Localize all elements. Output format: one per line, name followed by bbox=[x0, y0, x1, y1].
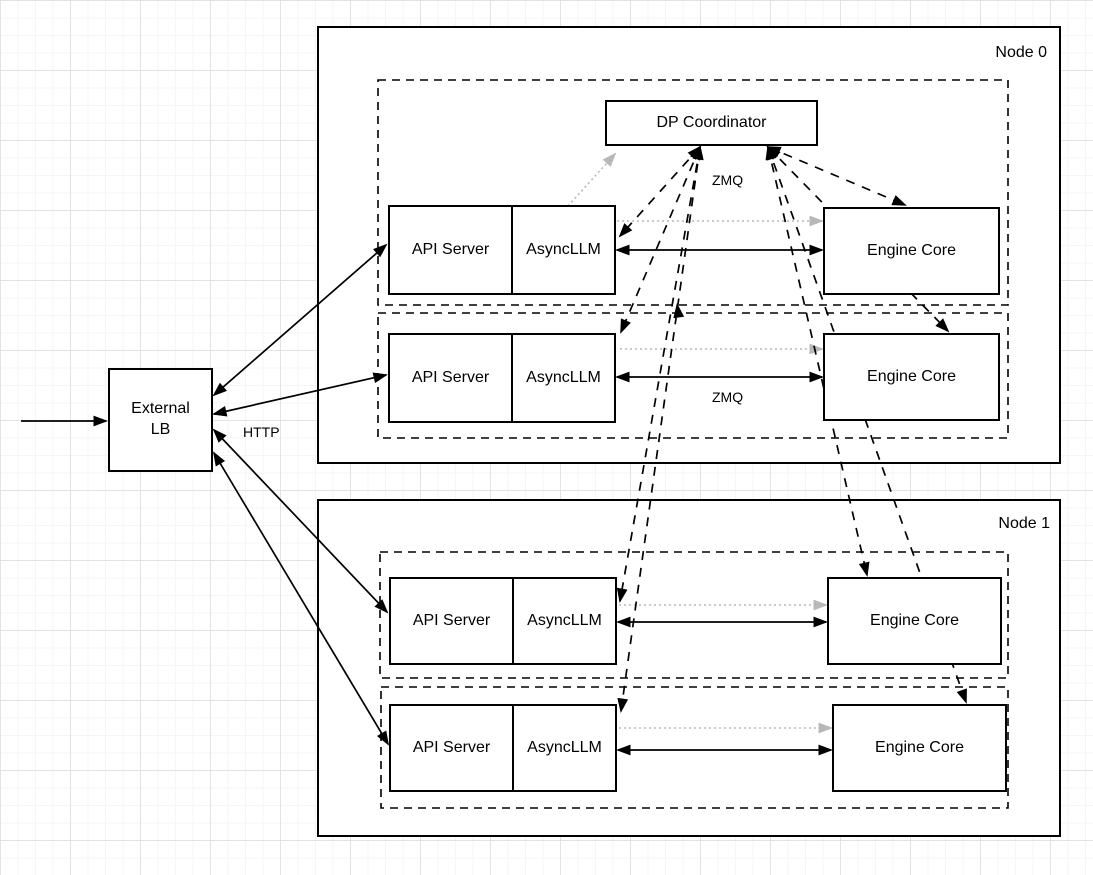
engine-core-label-row1: Engine Core bbox=[867, 241, 956, 259]
edge-coordinator-async4-dashed bbox=[621, 147, 700, 711]
edge-async1-coordinator-dotted bbox=[567, 154, 615, 207]
async-llm-cell-row2: AsyncLLM bbox=[526, 369, 601, 386]
api-async-box-row2: API Server AsyncLLM bbox=[388, 333, 616, 423]
edge-lb-api2 bbox=[214, 375, 386, 414]
dp-coordinator-label: DP Coordinator bbox=[656, 113, 767, 131]
engine-core-box-row2: Engine Core bbox=[823, 333, 1000, 421]
engine-core-label-row3: Engine Core bbox=[870, 611, 959, 629]
node0-title: Node 0 bbox=[995, 44, 1047, 61]
edge-lb-api4 bbox=[214, 453, 388, 744]
node1-title: Node 1 bbox=[998, 515, 1050, 532]
edge-coordinator-async3-dashed bbox=[620, 147, 700, 601]
edge-coordinator-engine1-dashed bbox=[768, 147, 905, 205]
api-server-cell-row3: API Server bbox=[391, 579, 514, 663]
edge-coordinator-async2-dashed bbox=[621, 147, 700, 332]
api-async-box-row4: API Server AsyncLLM bbox=[389, 704, 617, 792]
engine-core-box-row3: Engine Core bbox=[827, 577, 1002, 665]
external-lb-label-line2: LB bbox=[150, 421, 171, 438]
engine-core-box-row4: Engine Core bbox=[832, 704, 1007, 792]
edge-lb-api3 bbox=[214, 430, 387, 612]
async-llm-cell-row4: AsyncLLM bbox=[527, 739, 602, 756]
api-server-cell-row4: API Server bbox=[391, 706, 514, 790]
api-async-box-row3: API Server AsyncLLM bbox=[389, 577, 617, 665]
zmq-engine-edge-label: ZMQ bbox=[712, 389, 744, 405]
zmq-coordinator-edge-label: ZMQ bbox=[712, 172, 744, 188]
edge-coordinator-engine4-dashed bbox=[768, 147, 966, 702]
async-llm-cell-row1: AsyncLLM bbox=[526, 241, 601, 258]
dp-coordinator-box: DP Coordinator bbox=[605, 100, 818, 146]
edge-lb-api1 bbox=[214, 245, 386, 395]
api-server-cell-row2: API Server bbox=[390, 335, 513, 421]
external-lb-box: External LB bbox=[108, 368, 213, 472]
edge-coordinator-async1-dashed bbox=[620, 147, 700, 236]
api-async-box-row1: API Server AsyncLLM bbox=[388, 205, 616, 295]
edge-coordinator-async4-mid-arrowhead bbox=[677, 305, 678, 313]
async-llm-cell-row3: AsyncLLM bbox=[527, 612, 602, 629]
http-edge-label: HTTP bbox=[243, 424, 280, 440]
external-lb-label-line1: External bbox=[131, 400, 190, 418]
engine-core-label-row2: Engine Core bbox=[867, 367, 956, 385]
engine-core-label-row4: Engine Core bbox=[875, 738, 964, 756]
api-server-cell-row1: API Server bbox=[390, 207, 513, 293]
engine-core-box-row1: Engine Core bbox=[823, 207, 1000, 295]
